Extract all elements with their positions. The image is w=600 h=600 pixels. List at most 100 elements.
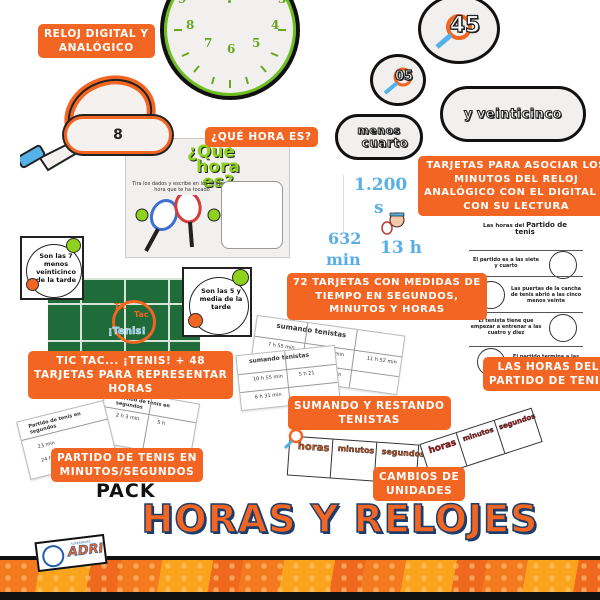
label-line: LAS HORAS DEL xyxy=(497,361,600,373)
label-line: PARTIDO DE TENIS EN xyxy=(57,452,197,464)
reading-word-cuarto: cuarto xyxy=(361,136,409,150)
measure-minutes-value: 632 xyxy=(328,229,362,248)
divider xyxy=(0,592,600,600)
header-line: Partido de tenis xyxy=(515,221,568,236)
entry: 11 h 52 min xyxy=(366,355,398,366)
rule xyxy=(469,250,583,251)
unit-segundos: segundos xyxy=(497,412,537,432)
racket-icon xyxy=(283,428,304,450)
tennis-ball-icon xyxy=(232,269,249,286)
time-reading-card-1: Son las 7 menos veinticinco de la tarde xyxy=(20,236,84,300)
measure-seconds-unit: s xyxy=(374,198,384,218)
que-hora-es-game-card: ¿Qué hora es? Tira los dados y escribe e… xyxy=(125,138,290,258)
rule xyxy=(469,276,583,277)
court-line xyxy=(168,278,170,396)
worksheet-title: sumando tenistas xyxy=(276,321,347,340)
minute-card-05: 05 xyxy=(370,54,426,106)
label-line: TARJETAS PARA REPRESENTAR xyxy=(34,369,228,381)
worksheet-item: El tenista tiene que empezar a entrenar … xyxy=(470,318,542,336)
clock-ticks-icon xyxy=(174,29,286,88)
label-line: TENISTAS xyxy=(338,414,400,426)
clock-number-9: 9 xyxy=(178,0,186,6)
clock-number-5: 5 xyxy=(252,36,261,50)
entry: 5 h 21 xyxy=(298,370,315,378)
label-sumando-restando: SUMANDO Y RESTANDO TENISTAS xyxy=(288,396,451,430)
entry: 6 h 31 min xyxy=(254,391,282,401)
label-line: CON SU LECTURA xyxy=(463,200,570,212)
clock-circle xyxy=(549,314,577,342)
minute-card-45: 45 xyxy=(418,0,500,64)
minute-value-45: 45 xyxy=(449,12,481,38)
digital-clock-racket-card: 8 xyxy=(20,50,172,175)
label-reloj-digital: RELOJ DIGITAL Y ANALÓGICO xyxy=(38,24,155,58)
minute-value-05: 05 xyxy=(394,68,414,84)
label-tarjetas-asociar: TARJETAS PARA ASOCIAR LOS MINUTOS DEL RE… xyxy=(418,156,600,216)
label-line: UNIDADES xyxy=(385,485,453,497)
logo-word-tic: Tic xyxy=(114,302,127,311)
label-tic-tac-tenis: TIC TAC... ¡TENIS! + 48 TARJETAS PARA RE… xyxy=(28,351,234,399)
racket-icon xyxy=(188,313,203,328)
reading-word-menos: menos xyxy=(357,124,401,138)
clock-ring xyxy=(189,277,249,335)
superhero-avatar-icon xyxy=(40,543,66,569)
reading-card-menos-cuarto: menos cuarto xyxy=(335,114,423,160)
tennis-ball-icon xyxy=(66,238,81,253)
analog-clock-face: 11 10 9 8 7 6 5 4 3 2 xyxy=(160,0,300,100)
measure-minutes-unit: min xyxy=(326,250,361,269)
clock-answer-box xyxy=(221,181,283,249)
label-line: RELOJ DIGITAL Y xyxy=(44,28,149,40)
time-reading-text: Son las 5 y media de la tarde xyxy=(199,287,243,311)
label-line: TIEMPO EN SEGUNDOS, xyxy=(315,290,459,302)
clock-ring xyxy=(26,244,82,298)
tennis-player-icon xyxy=(381,212,405,235)
time-reading-text: Son las 7 menos veinticinco de la tarde xyxy=(36,252,76,284)
racket-icon xyxy=(383,67,413,95)
horas-del-partido-worksheet: Las horas del Partido de tenis El partid… xyxy=(465,221,587,376)
reading-word-veinticinco: veinticinco xyxy=(476,106,563,122)
clock-center-dot xyxy=(228,0,231,3)
logo-word-tenis: ¡Tenis! xyxy=(108,326,146,337)
racket-icon xyxy=(435,14,472,49)
label-line: SUMANDO Y RESTANDO xyxy=(294,400,445,412)
brand-name: ADRI xyxy=(67,541,105,561)
clock-number-3: 3 xyxy=(278,0,286,6)
label-las-horas-del-partido: LAS HORAS DEL PARTIDO DE TENIS xyxy=(483,357,600,391)
title-line: ¿Qué xyxy=(187,142,235,162)
rule xyxy=(469,346,583,347)
clock-number-6: 6 xyxy=(227,42,236,56)
label-line: TARJETAS PARA ASOCIAR LOS xyxy=(426,160,600,171)
worksheet-item: El partido es a las siete y cuarto xyxy=(472,257,540,269)
clock-circle xyxy=(549,251,577,279)
crossed-rackets-icon xyxy=(135,195,221,252)
reading-card-y-veinticinco: y veinticinco xyxy=(440,86,586,142)
label-partido-minutos: PARTIDO DE TENIS EN MINUTOS/SEGUNDOS xyxy=(51,448,203,482)
label-line: ANALÓGICO xyxy=(58,42,134,54)
divider xyxy=(343,175,344,233)
label-que-hora-es: ¿QUÉ HORA ES? xyxy=(205,127,318,147)
product-title: HORAS Y RELOJES xyxy=(141,496,539,542)
worksheet-item: Las puertas de la cancha de tenis abrió … xyxy=(510,286,582,304)
label-72-tarjetas: 72 TARJETAS CON MEDIDAS DE TIEMPO EN SEG… xyxy=(287,273,487,320)
label-line: MINUTOS DEL RELOJ xyxy=(454,173,579,185)
pack-label: PACK xyxy=(96,480,156,502)
time-reading-card-2: Son las 5 y media de la tarde xyxy=(182,267,252,337)
decorative-comic-band xyxy=(0,560,600,592)
entry: 10 h 55 min xyxy=(252,373,284,383)
clock-number-7: 7 xyxy=(204,36,213,50)
unit-segundos: segundos xyxy=(381,446,426,459)
label-line: ANALÓGICO CON EL DIGITAL Y xyxy=(424,187,600,198)
que-hora-es-title: ¿Qué hora es? xyxy=(166,142,256,192)
title-line: hora es? xyxy=(196,157,240,192)
label-line: CAMBIOS DE xyxy=(379,471,460,483)
label-line: MINUTOS Y HORAS xyxy=(329,304,445,315)
clock-number-4: 4 xyxy=(271,18,280,32)
header-line: Las horas del xyxy=(482,223,525,229)
logo-word-tac: Tac xyxy=(134,310,149,319)
label-line: PARTIDO DE TENIS xyxy=(489,375,600,387)
measure-hours: 13 h xyxy=(380,238,422,258)
divider xyxy=(0,556,600,560)
measure-seconds-value: 1.200 xyxy=(354,175,408,195)
racket-icon xyxy=(26,278,39,291)
label-line: TIC TAC... ¡TENIS! + 48 xyxy=(56,355,206,367)
entry: 5 h xyxy=(156,419,166,427)
